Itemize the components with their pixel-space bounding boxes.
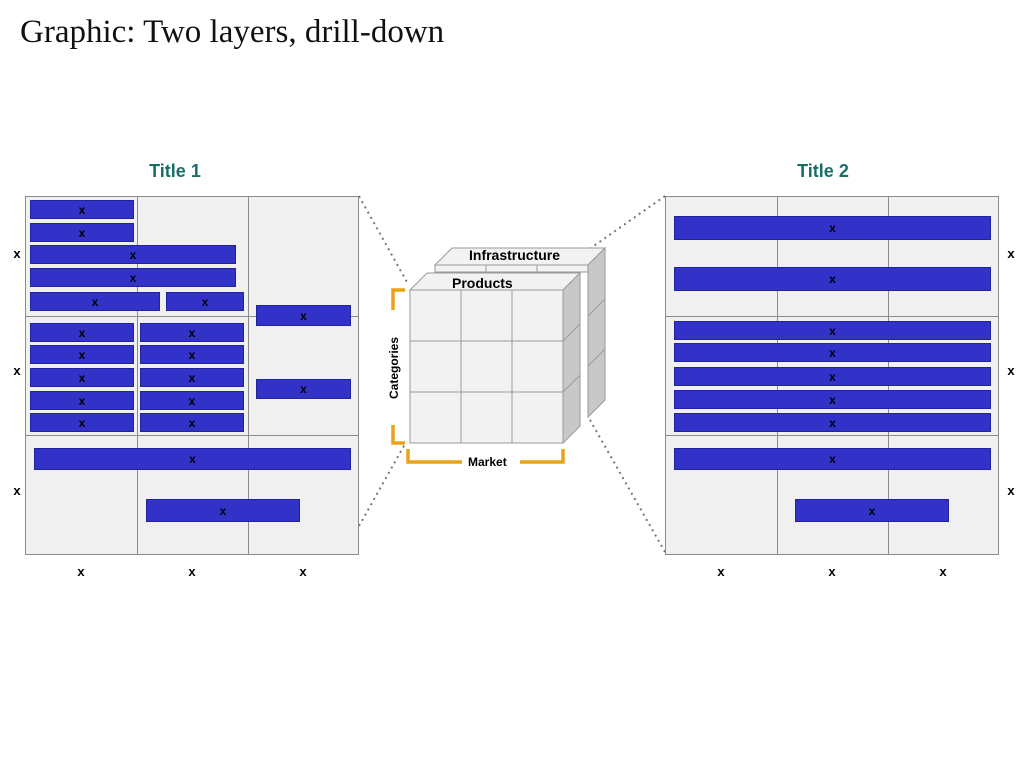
bar: x [30, 323, 134, 342]
bar: x [674, 367, 991, 386]
bar: x [256, 305, 351, 326]
back-layer [433, 246, 607, 419]
bar: x [795, 499, 949, 522]
back-layer-label: Infrastructure [469, 247, 561, 263]
bar: x [256, 379, 351, 399]
row-label: x [13, 246, 21, 261]
column-label: x [828, 564, 836, 579]
bar: x [30, 368, 134, 387]
grid-divider [26, 435, 358, 436]
dimension-brackets [391, 288, 565, 464]
bar: x [674, 321, 991, 340]
bar: x [30, 223, 134, 242]
connector-line [358, 443, 406, 527]
bar: x [30, 413, 134, 432]
bar: x [140, 345, 244, 364]
bar: x [674, 390, 991, 409]
categories-dimension-label: Categories [387, 336, 401, 400]
grid-divider [248, 197, 249, 554]
connector-line [358, 195, 409, 285]
column-label: x [188, 564, 196, 579]
bar: x [30, 200, 134, 219]
bar: x [140, 391, 244, 410]
panel-1-title: Title 1 [149, 161, 201, 181]
grid-divider [666, 316, 998, 317]
bar: x [30, 245, 236, 264]
bar: x [30, 292, 160, 311]
panel-1-grid: x x x x x x x x x x x x x x x x x x x x [25, 196, 359, 555]
row-label: x [13, 363, 21, 378]
row-label: x [13, 483, 21, 498]
grid-divider [26, 316, 358, 317]
row-label: x [1007, 483, 1015, 498]
bar: x [166, 292, 244, 311]
bar: x [30, 345, 134, 364]
bar: x [674, 216, 991, 240]
column-label: x [77, 564, 85, 579]
row-label: x [1007, 246, 1015, 261]
front-layer [408, 271, 582, 445]
grid-divider [137, 197, 138, 554]
column-label: x [939, 564, 947, 579]
bar: x [140, 413, 244, 432]
front-layer-label: Products [452, 275, 513, 291]
panel-2-grid: x x x x x x x x x [665, 196, 999, 555]
bar: x [140, 368, 244, 387]
bar: x [674, 413, 991, 432]
grid-divider [666, 435, 998, 436]
bar: x [146, 499, 300, 522]
column-label: x [299, 564, 307, 579]
row-label: x [1007, 363, 1015, 378]
market-dimension-label: Market [468, 455, 507, 469]
bar: x [674, 267, 991, 291]
column-label: x [717, 564, 725, 579]
connector-line [587, 195, 666, 251]
bar: x [30, 391, 134, 410]
bar: x [34, 448, 351, 470]
bar: x [140, 323, 244, 342]
connector-line [589, 419, 666, 553]
bar: x [674, 343, 991, 362]
panel-2-title: Title 2 [797, 161, 849, 181]
bar: x [674, 448, 991, 470]
bar: x [30, 268, 236, 287]
page-title: Graphic: Two layers, drill-down [20, 14, 445, 50]
